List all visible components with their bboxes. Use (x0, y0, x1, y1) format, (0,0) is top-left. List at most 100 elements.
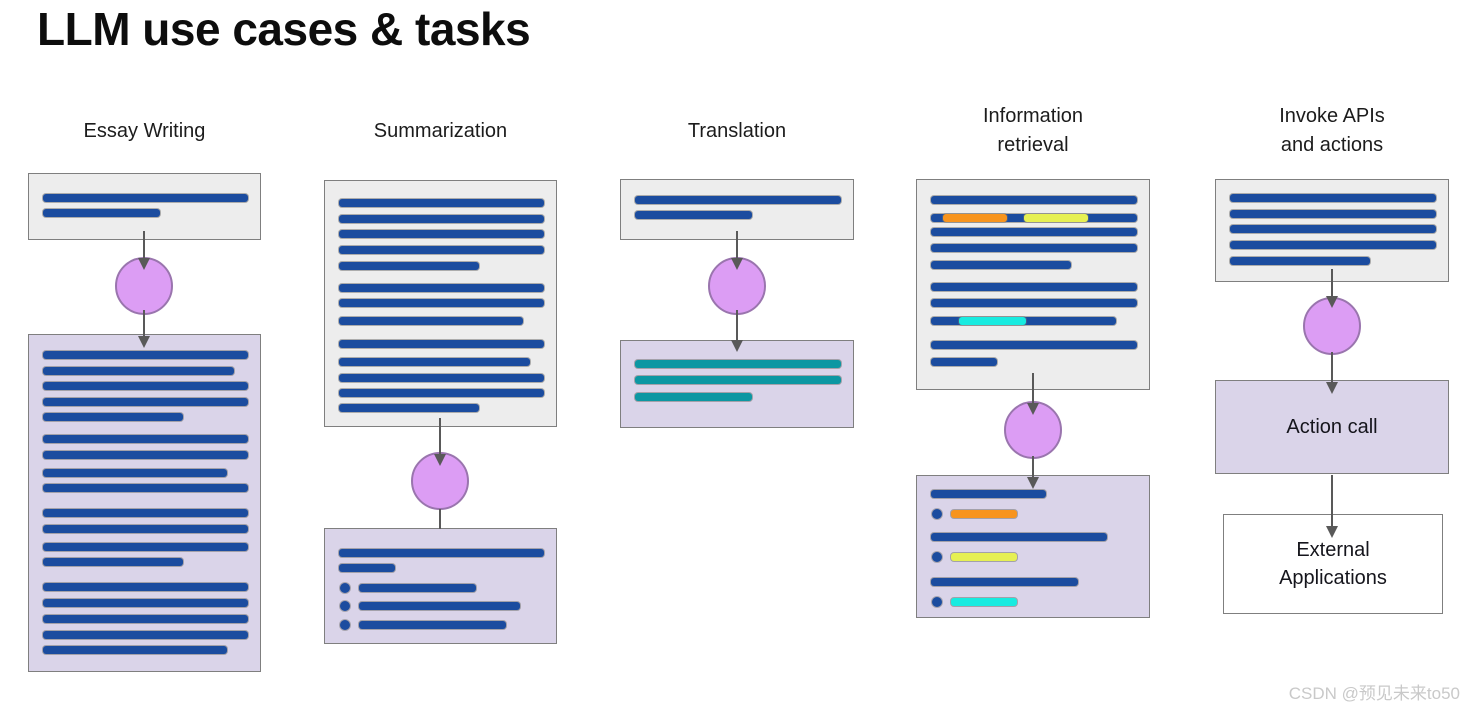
watermark: CSDN @预见未来to50 (1288, 684, 1460, 703)
text-line-bar (43, 398, 248, 406)
text-line-bar (339, 215, 544, 223)
document-box (1215, 179, 1449, 282)
text-line-bar (931, 228, 1137, 236)
text-line-bar (1230, 210, 1436, 218)
flow-arrow (142, 310, 146, 337)
text-line-bar (43, 209, 160, 217)
text-line-bar (43, 543, 248, 551)
flow-arrow-head (1027, 403, 1039, 415)
column-header-essay-writing: Essay Writing (83, 119, 206, 142)
text-line-bar (339, 230, 544, 238)
flow-arrow-head (434, 454, 446, 466)
flow-arrow (1330, 475, 1334, 527)
highlight-bar-cyan (959, 317, 1026, 325)
text-line-bar (1230, 225, 1436, 233)
bullet-line-bar (359, 602, 520, 610)
text-line-bar (339, 404, 479, 412)
document-box (916, 475, 1150, 618)
text-line-bar (43, 413, 183, 421)
text-line-bar (931, 299, 1137, 307)
text-line-bar (635, 360, 841, 368)
text-line-bar (43, 367, 234, 375)
text-line-bar (635, 211, 752, 219)
flow-arrow (1330, 269, 1334, 297)
page-title: LLM use cases & tasks (37, 3, 531, 55)
document-box (916, 179, 1150, 390)
text-line-bar (43, 469, 227, 477)
bullet-dot (340, 620, 350, 630)
flow-arrow (1031, 456, 1035, 478)
text-line-bar (931, 358, 997, 366)
text-line-bar (339, 262, 479, 270)
action-call-box: Action call (1215, 380, 1449, 474)
bullet-line-bar (359, 621, 506, 629)
text-line-bar (931, 578, 1078, 586)
flow-arrow (438, 509, 442, 529)
text-line-bar (931, 196, 1137, 204)
text-line-bar (931, 341, 1137, 349)
flow-arrow (142, 231, 146, 259)
document-box (28, 334, 261, 672)
flow-arrow (438, 418, 442, 455)
flow-arrow (1031, 373, 1035, 404)
text-line-bar (931, 261, 1071, 269)
text-line-bar (43, 382, 248, 390)
flow-arrow (735, 231, 739, 259)
text-line-bar (339, 199, 544, 207)
column-header-summarization: Summarization (373, 119, 508, 142)
bullet-dot (932, 597, 942, 607)
document-box (324, 528, 557, 644)
text-line-bar (1230, 194, 1436, 202)
flow-arrow (1330, 352, 1334, 383)
highlight-bar-yellow (1024, 214, 1088, 222)
document-box (28, 173, 261, 240)
bullet-dot (340, 601, 350, 611)
flow-arrow-head (1027, 477, 1039, 489)
text-line-bar (339, 246, 544, 254)
text-line-bar (931, 533, 1107, 541)
flow-arrow-head (1326, 382, 1338, 394)
text-line-bar (339, 317, 523, 325)
document-box (620, 179, 854, 240)
text-line-bar (339, 389, 544, 397)
text-line-bar (43, 435, 248, 443)
bullet-dot (932, 552, 942, 562)
text-line-bar (339, 299, 544, 307)
text-line-bar (43, 194, 248, 202)
text-line-bar (339, 374, 544, 382)
document-box (620, 340, 854, 428)
text-line-bar (43, 451, 248, 459)
text-line-bar (43, 484, 248, 492)
flow-arrow-head (138, 336, 150, 348)
bullet-line-bar (359, 584, 476, 592)
text-line-bar (635, 393, 752, 401)
text-line-bar (43, 509, 248, 517)
text-line-bar (339, 564, 395, 572)
text-line-bar (339, 340, 544, 348)
text-line-bar (635, 196, 841, 204)
flow-arrow (735, 310, 739, 341)
text-line-bar (43, 646, 227, 654)
column-header-invoke-apis: Invoke APIs and actions (1279, 105, 1385, 156)
flow-arrow-head (1326, 526, 1338, 538)
bullet-dot (932, 509, 942, 519)
text-line-bar (931, 490, 1046, 498)
text-line-bar (43, 615, 248, 623)
text-line-bar (43, 525, 248, 533)
text-line-bar (931, 317, 1116, 325)
bullet-line-bar (951, 598, 1017, 606)
text-line-bar (1230, 257, 1370, 265)
bullet-line-bar (951, 510, 1017, 518)
column-header-translation: Translation (687, 119, 787, 142)
text-line-bar (43, 583, 248, 591)
text-line-bar (931, 283, 1137, 291)
flow-arrow-head (138, 258, 150, 270)
flow-arrow-head (1326, 296, 1338, 308)
bullet-line-bar (951, 553, 1017, 561)
text-line-bar (43, 631, 248, 639)
flow-arrow-head (731, 340, 743, 352)
text-line-bar (43, 558, 183, 566)
document-box (324, 180, 557, 427)
text-line-bar (1230, 241, 1436, 249)
